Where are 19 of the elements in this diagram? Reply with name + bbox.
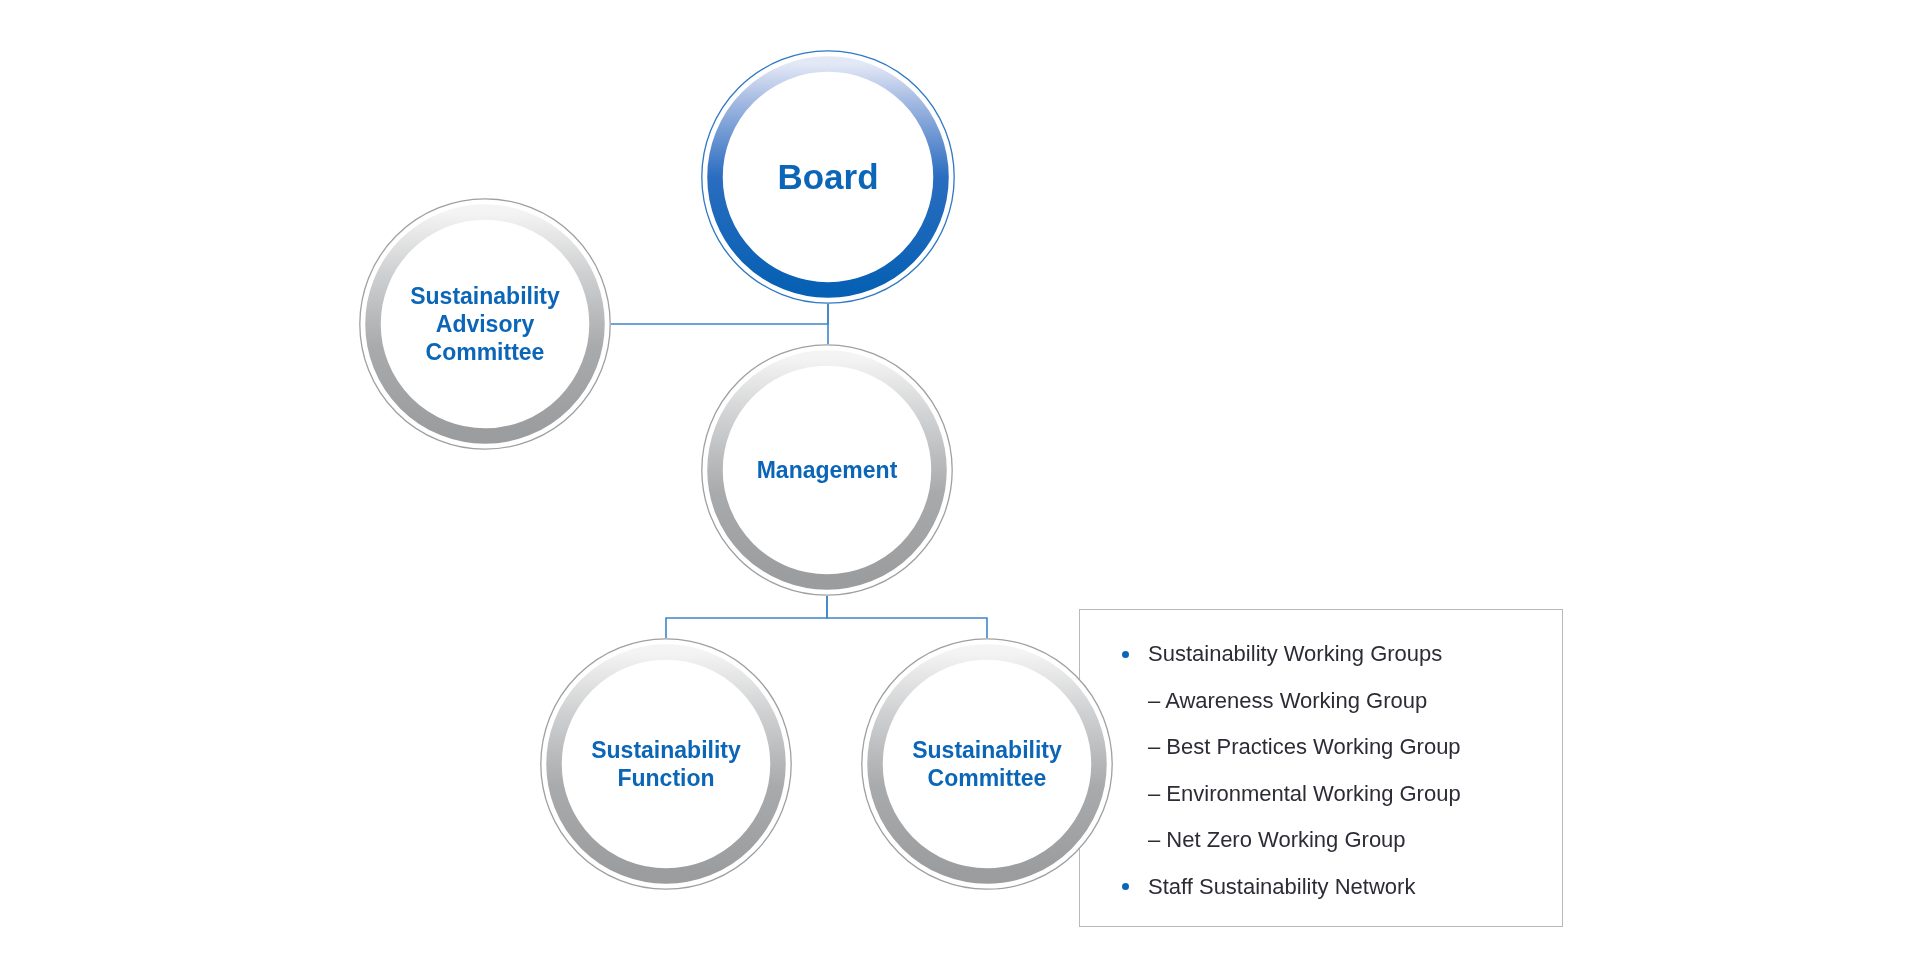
node-label: Sustainability Committee [911, 735, 1063, 793]
circle-node [861, 638, 1113, 890]
list-item: Sustainability Working Groups [1148, 641, 1443, 667]
list-item: – Best Practices Working Group [1148, 734, 1461, 760]
node-label: Sustainability Function [590, 735, 742, 793]
list-item: Staff Sustainability Network [1148, 873, 1416, 900]
connector-line [826, 595, 988, 639]
circle-node [701, 50, 955, 304]
list-item: – Environmental Working Group [1148, 780, 1461, 807]
node-label: Board [776, 155, 880, 198]
connector-line [610, 303, 829, 325]
circle-node [540, 638, 792, 890]
circle-node [359, 198, 611, 450]
node-label: Management [755, 456, 899, 484]
list-item: – Awareness Working Group [1148, 687, 1428, 714]
node-label: Sustainability Advisory Committee [409, 281, 561, 367]
list-item: – Net Zero Working Group [1148, 827, 1406, 853]
list-panel [1079, 609, 1563, 927]
circle-node [701, 344, 953, 596]
